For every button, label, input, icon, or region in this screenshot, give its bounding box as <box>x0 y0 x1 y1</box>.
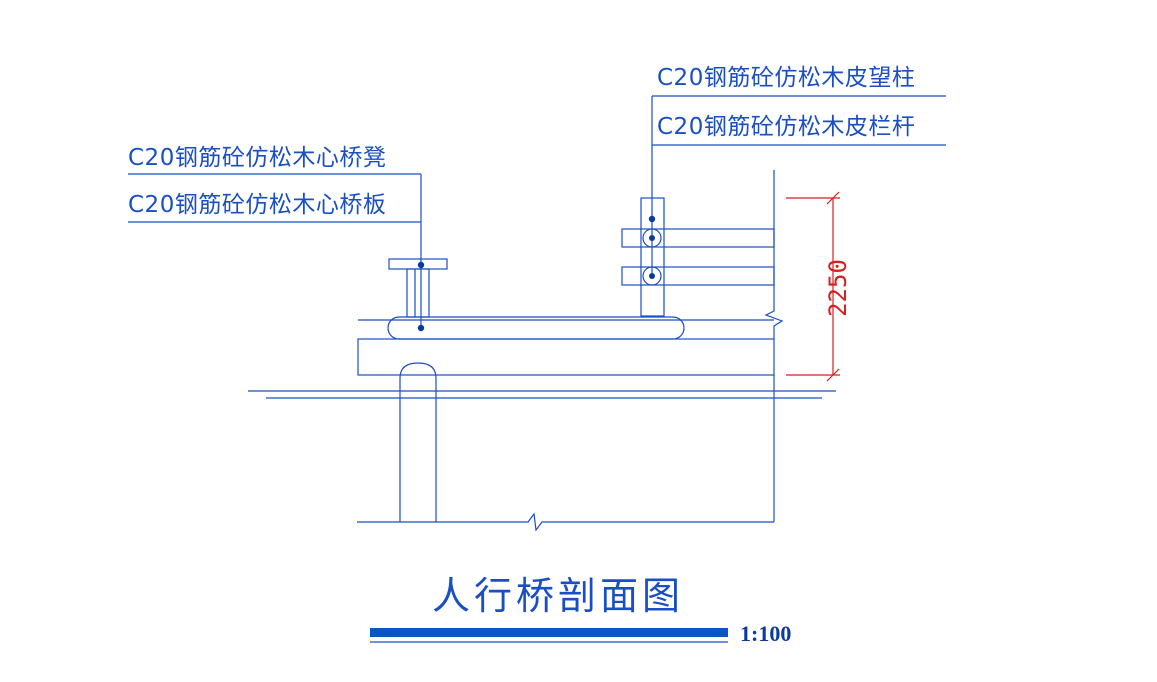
right-boundary <box>764 170 784 522</box>
dimension-2250: 2250 <box>786 191 852 382</box>
leader-dot-bench <box>417 261 425 269</box>
beam-body <box>357 338 775 376</box>
leader-dot-post <box>648 215 656 223</box>
railing-section-lower <box>642 266 662 286</box>
title-bar-thick <box>370 628 728 637</box>
beam <box>357 319 775 376</box>
label-deck-board: C20钢筋砼仿松木心桥板 <box>128 192 386 218</box>
right-edge-break <box>764 170 784 339</box>
drawing-scale: 1:100 <box>740 621 791 646</box>
bench-leg <box>406 268 430 318</box>
railing-section-upper <box>642 228 662 248</box>
bottom-break-line <box>357 512 774 532</box>
leader-dot-rail-upper <box>649 235 655 241</box>
pier-column <box>399 362 437 522</box>
right-label-group: C20钢筋砼仿松木皮望柱 C20钢筋砼仿松木皮栏杆 <box>651 65 946 276</box>
left-label-group: C20钢筋砼仿松木心桥凳 C20钢筋砼仿松木心桥板 <box>128 145 425 332</box>
railing-post <box>621 197 775 317</box>
dim-tick-bottom <box>826 368 840 382</box>
dim-tick-top <box>826 191 840 205</box>
drawing-title: 人行桥剖面图 <box>432 574 684 618</box>
pier <box>399 362 437 522</box>
label-post: C20钢筋砼仿松木皮望柱 <box>657 65 915 91</box>
post-body <box>640 197 665 317</box>
label-bench: C20钢筋砼仿松木心桥凳 <box>128 145 386 171</box>
label-railing: C20钢筋砼仿松木皮栏杆 <box>657 114 915 140</box>
leader-dot-rail-lower <box>649 273 655 279</box>
bench <box>388 258 448 318</box>
dim-value: 2250 <box>824 259 852 317</box>
leader-dot-deck <box>417 324 425 332</box>
ground-lines <box>248 390 836 399</box>
